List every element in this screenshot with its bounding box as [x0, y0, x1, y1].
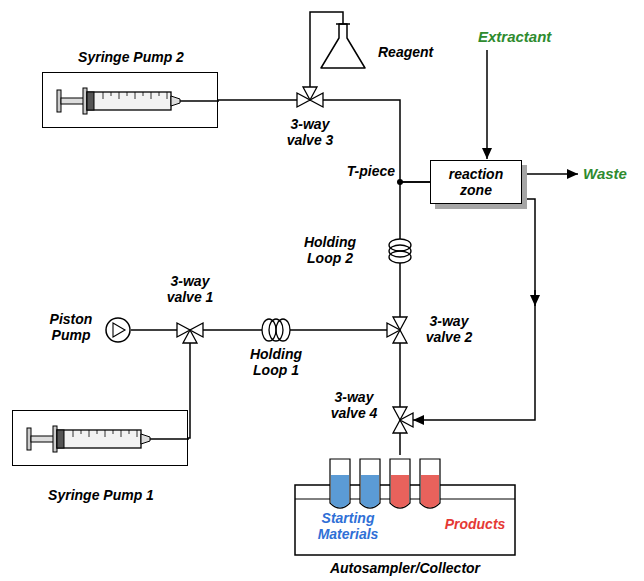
tube-connector	[413, 199, 535, 420]
tube-connector	[131, 329, 177, 331]
holding-loop: Holding Loop 2	[385, 236, 415, 266]
reagent-flask: Reagent	[320, 24, 366, 70]
node-label: Syringe Pump 2	[43, 49, 219, 65]
node-label: 3-way valve 4	[325, 389, 383, 421]
tube-connector	[399, 343, 401, 407]
reaction-zone-box: reaction zone	[430, 160, 522, 204]
autosampler-collector-shape	[295, 455, 515, 555]
holding-loop-shape	[258, 318, 294, 342]
free-label: Extractant	[478, 28, 578, 45]
t-piece-dot	[397, 179, 403, 185]
tube-connector	[188, 343, 190, 438]
three-way-valve: 3-way valve 4	[387, 407, 413, 433]
three-way-valve-shape	[387, 407, 413, 433]
syringe-pump-shape	[43, 73, 219, 129]
autosampler-collector: Autosampler/Collector	[295, 455, 515, 555]
tube-connector	[399, 433, 401, 455]
node-label: 3-way valve 2	[419, 313, 479, 345]
three-way-valve: 3-way valve 3	[297, 87, 323, 113]
free-label: T-piece	[333, 163, 395, 179]
holding-loop-shape	[385, 236, 415, 266]
node-label: Autosampler/Collector	[295, 560, 515, 576]
tube-connector	[218, 99, 297, 101]
node-label: reaction zone	[435, 166, 517, 198]
node-label: Reagent	[378, 44, 458, 60]
node-label: Syringe Pump 1	[13, 487, 189, 503]
holding-loop: Holding Loop 1	[258, 318, 294, 342]
reagent-flask-shape	[320, 24, 366, 70]
syringe-pump: Syringe Pump 1	[12, 410, 188, 466]
three-way-valve-shape	[297, 87, 323, 113]
flow-arrow	[534, 290, 536, 306]
tube-connector	[294, 329, 387, 331]
piston-pump-shape	[105, 317, 131, 343]
syringe-pump-shape	[13, 411, 189, 467]
node-label: 3-way valve 1	[160, 273, 220, 305]
three-way-valve: 3-way valve 2	[387, 317, 413, 343]
tube-connector	[323, 100, 430, 182]
node-label: Piston Pump	[43, 311, 99, 343]
three-way-valve-shape	[177, 317, 203, 343]
piston-pump: Piston Pump	[105, 317, 131, 343]
node-label: Holding Loop 1	[246, 346, 306, 378]
three-way-valve-shape	[387, 317, 413, 343]
syringe-pump: Syringe Pump 2	[42, 72, 218, 128]
tube-connector	[399, 266, 401, 317]
free-label: Waste	[583, 165, 641, 182]
waste-arrow	[518, 173, 578, 175]
node-label: 3-way valve 3	[280, 116, 340, 148]
tube-connector	[203, 329, 258, 331]
tube-connector	[400, 182, 430, 236]
three-way-valve: 3-way valve 1	[177, 317, 203, 343]
node-label: Holding Loop 2	[295, 234, 365, 266]
extractant-arrow	[486, 50, 488, 159]
